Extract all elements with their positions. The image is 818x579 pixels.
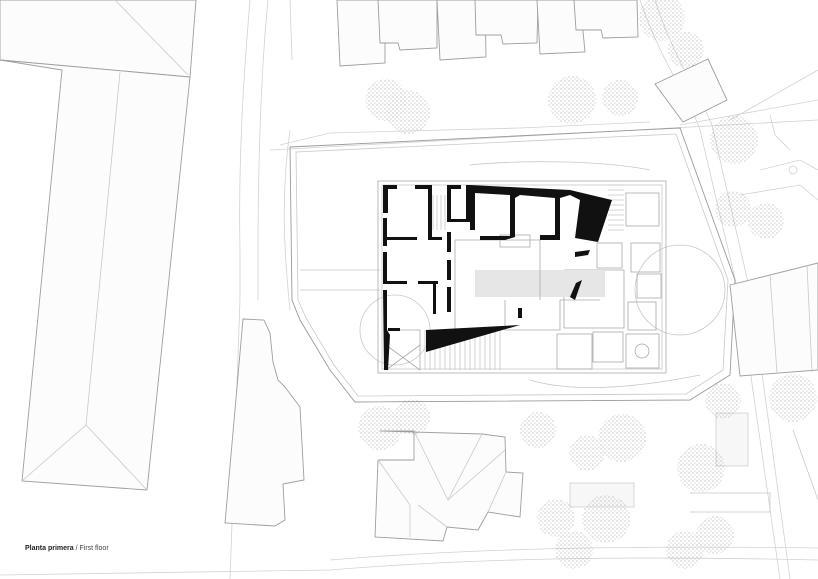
plot-boundary [289, 127, 736, 403]
drawing-caption: Planta primera / First floor [25, 545, 109, 552]
caption-separator: / [73, 545, 80, 552]
caption-title-spanish: Planta primera [25, 545, 74, 552]
main-building-first-floor [377, 180, 667, 374]
caption-title-english: First floor [79, 545, 109, 552]
neighbor-buildings [0, 0, 818, 542]
trees [358, 0, 817, 569]
